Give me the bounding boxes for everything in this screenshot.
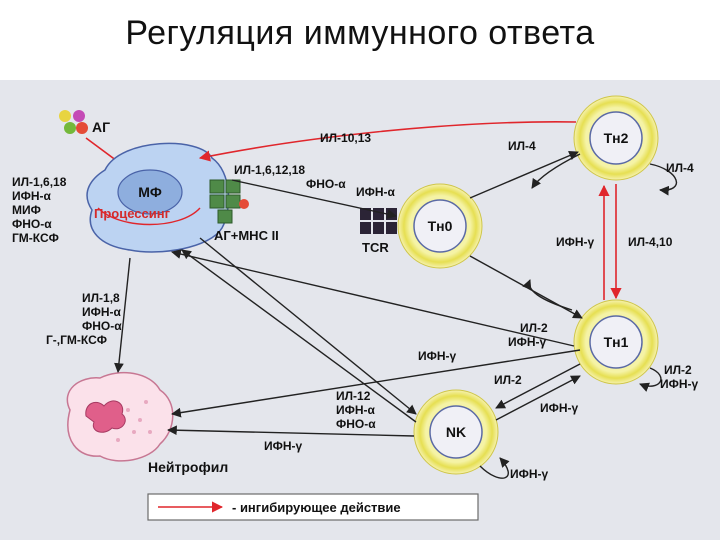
th2-to-th0-label: ИЛ-4 xyxy=(508,139,536,153)
th1-self-label-2: ИФН-γ xyxy=(660,377,699,391)
th2-self-label: ИЛ-4 xyxy=(666,161,694,175)
mf-to-neutrophil-label-3: ФНО-α xyxy=(82,319,122,333)
mf-to-nk-label-2: ИФН-α xyxy=(336,403,376,417)
mf-to-nk-label-1: ИЛ-12 xyxy=(336,389,371,403)
mf-to-neutrophil-label-4: Г-,ГМ-КСФ xyxy=(46,333,107,347)
macrophage-nucleus xyxy=(117,169,183,215)
mf-cytokine-2: ИФН-α xyxy=(12,189,52,203)
th1-to-neutrophil-arrow xyxy=(171,349,581,418)
nk-self-label: ИФН-γ xyxy=(510,467,549,481)
th1-to-nk-label: ИЛ-2 xyxy=(494,373,522,387)
mf-label: МФ xyxy=(138,184,162,200)
nk-to-neutrophil-label: ИФН-γ xyxy=(264,439,303,453)
nk-to-th1-arrow xyxy=(495,375,581,421)
nk-label: NK xyxy=(446,424,466,440)
mf-to-nk-label-3: ФНО-α xyxy=(336,417,376,431)
mf-to-neutrophil-label-1: ИЛ-1,8 xyxy=(82,291,120,305)
mf-to-th0-arrow xyxy=(231,179,397,219)
th2-to-th1-label: ИЛ-4,10 xyxy=(628,235,673,249)
th0-to-th1-arrow xyxy=(469,255,583,319)
th1-label: Тн1 xyxy=(604,334,629,350)
th2-to-mf-arrow xyxy=(198,121,577,162)
mf-cytokine-1: ИЛ-1,6,18 xyxy=(12,175,67,189)
th0-to-th1-label-1: ИЛ-2 xyxy=(520,321,548,335)
th2-self-arrow xyxy=(649,163,678,196)
th1-self-arrow xyxy=(639,367,662,392)
neutrophil-label: Нейтрофил xyxy=(148,459,228,475)
neutrophil-cell xyxy=(66,371,174,462)
th2-cell: Тн2 xyxy=(573,95,659,181)
th1-to-mf-label: ИФН-γ xyxy=(418,349,457,363)
page-title: Регуляция иммунного ответа xyxy=(125,14,595,52)
th0-label: Тн0 xyxy=(428,218,453,234)
ag-mhc-label: АГ+МНС II xyxy=(214,228,279,243)
th0-to-th2-arrow xyxy=(469,150,579,199)
mf-cytokine-3: МИФ xyxy=(12,203,41,217)
th0-to-th1-label-2: ИФН-γ xyxy=(508,335,547,349)
mf-to-neutrophil-label-2: ИФН-α xyxy=(82,305,122,319)
ifn-alpha-to-th0-label: ИФН-α xyxy=(356,185,396,199)
immune-regulation-diagram: АГ МФ Процессинг АГ+МНС II TCR Тн0 Тн2 xyxy=(12,95,699,521)
mf-cytokine-5: ГМ-КСФ xyxy=(12,231,59,245)
mf-to-th0-label-2: ФНО-α xyxy=(306,177,346,191)
th2-to-th0-arrow xyxy=(531,153,581,189)
mf-cytokine-4: ФНО-α xyxy=(12,217,52,231)
mf-to-th0-label-1: ИЛ-1,6,12,18 xyxy=(234,163,305,177)
mf-to-nk-arrow xyxy=(199,237,417,415)
th0-cell: Тн0 xyxy=(397,183,483,269)
nk-to-neutrophil-arrow xyxy=(167,425,415,437)
th1-to-th2-label: ИФН-γ xyxy=(556,235,595,249)
th2-to-mf-label: ИЛ-10,13 xyxy=(320,131,371,145)
antigen-icon xyxy=(59,110,88,134)
nk-to-th1-label: ИФН-γ xyxy=(540,401,579,415)
th1-cell: Тн1 xyxy=(573,299,659,385)
mf-to-neutrophil-arrow xyxy=(114,257,131,373)
th1-feedback-arrow xyxy=(522,279,573,311)
legend-text: - ингибирующее действие xyxy=(232,500,401,515)
nk-to-mf-arrow xyxy=(181,249,417,423)
th1-to-mf-arrow xyxy=(171,249,575,347)
processing-curve xyxy=(97,207,201,226)
ag-label: АГ xyxy=(92,119,110,135)
mhc-complex-icon xyxy=(209,179,249,224)
diagram-panel: АГ МФ Процессинг АГ+МНС II TCR Тн0 Тн2 xyxy=(0,80,720,540)
th2-label: Тн2 xyxy=(604,130,629,146)
nk-cell: NK xyxy=(413,389,499,475)
tcr-label: TCR xyxy=(362,240,389,255)
th1-to-nk-arrow xyxy=(495,363,581,409)
legend: - ингибирующее действие xyxy=(147,493,479,521)
th1-self-label-1: ИЛ-2 xyxy=(664,363,692,377)
nk-self-arrow xyxy=(479,457,510,479)
